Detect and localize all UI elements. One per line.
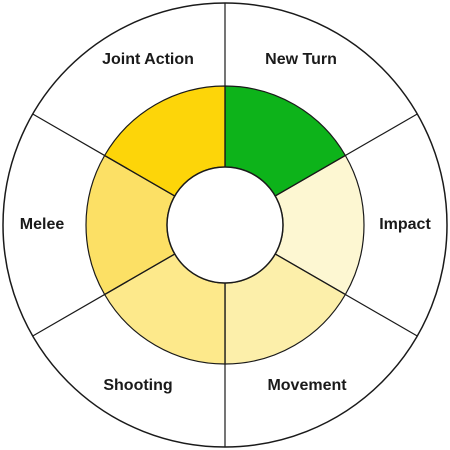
label-shooting: Shooting xyxy=(103,377,172,394)
divider-line xyxy=(274,253,418,337)
divider-line xyxy=(274,113,418,197)
divider-line xyxy=(32,113,176,197)
hub-hole xyxy=(166,166,284,284)
label-melee: Melee xyxy=(20,216,65,233)
label-joint-action: Joint Action xyxy=(102,51,194,68)
label-impact: Impact xyxy=(379,216,431,233)
segment-dividers xyxy=(32,3,418,447)
divider-line xyxy=(32,253,176,337)
label-new-turn: New Turn xyxy=(265,51,337,68)
label-movement: Movement xyxy=(267,377,347,394)
